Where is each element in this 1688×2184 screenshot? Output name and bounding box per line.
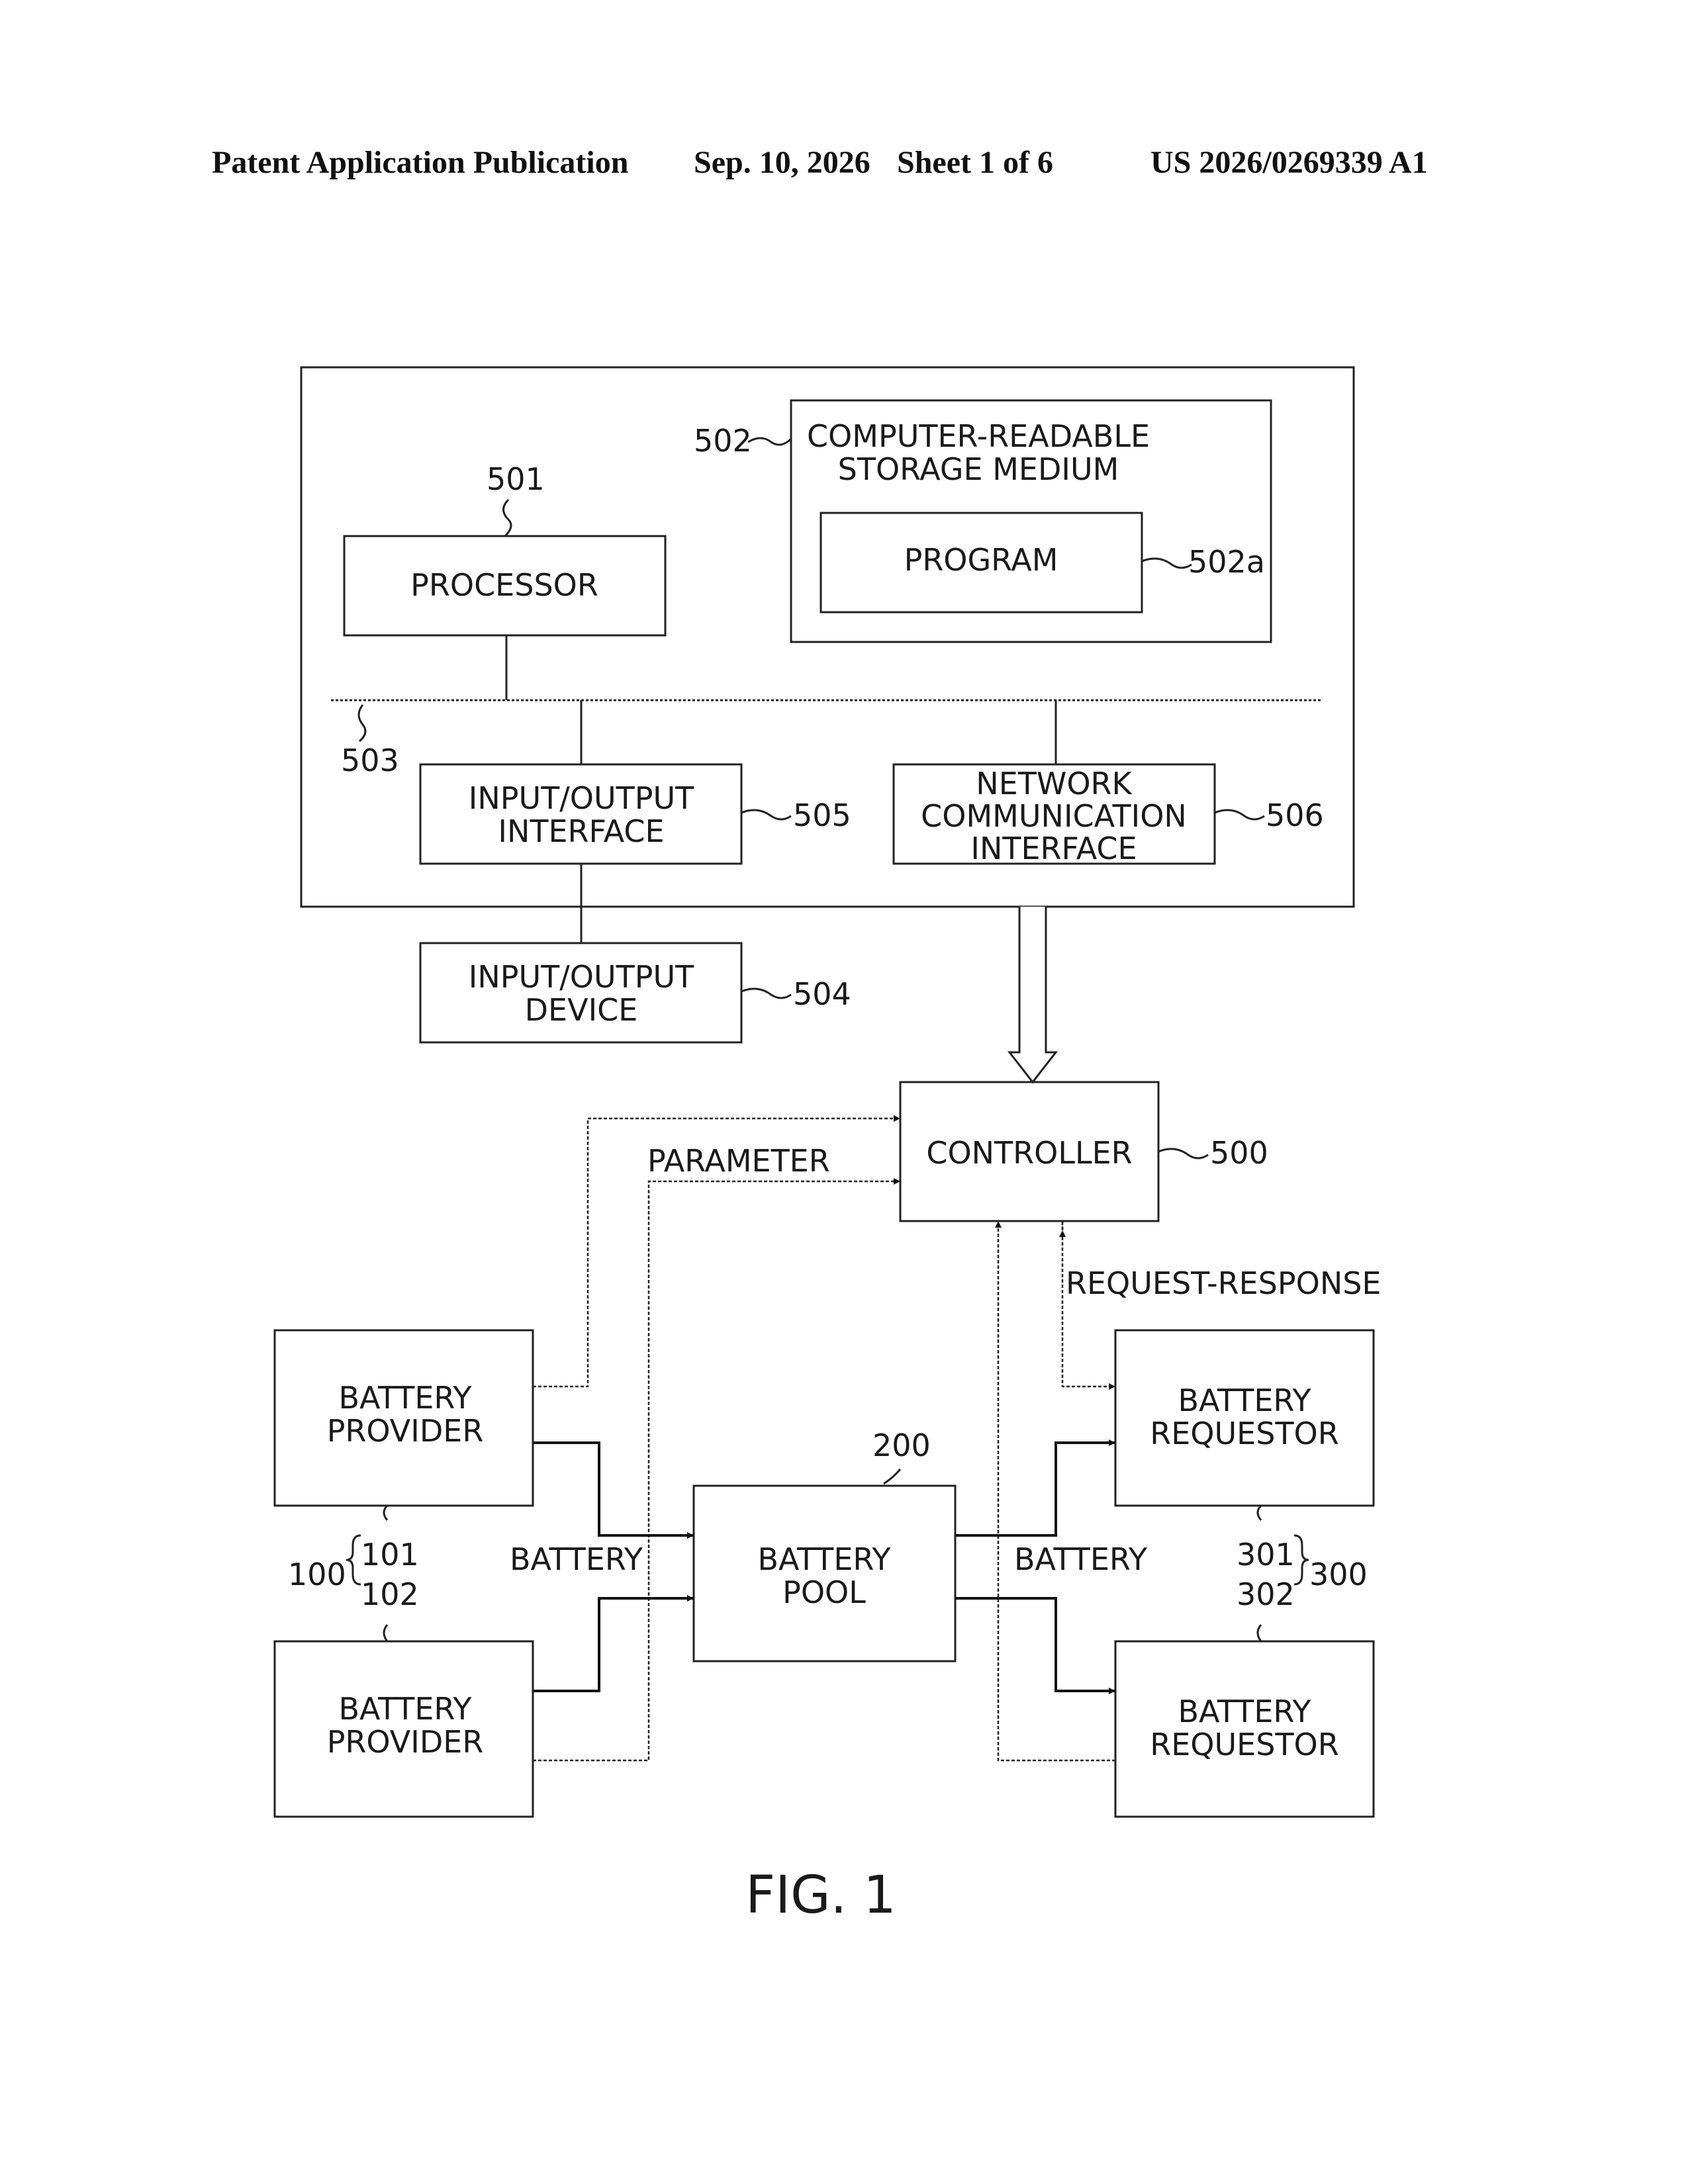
storage-medium-label-1: COMPUTER-READABLE <box>807 418 1150 454</box>
provider-2-label-1: BATTERY <box>338 1691 472 1727</box>
io-device-label-1: INPUT/OUTPUT <box>469 959 694 995</box>
figure-caption: FIG. 1 <box>745 1866 896 1925</box>
request-response-line <box>1062 1221 1115 1387</box>
provider-1-label-1: BATTERY <box>338 1380 472 1416</box>
program-label: PROGRAM <box>904 542 1058 578</box>
leader-506 <box>1215 810 1264 819</box>
provider-1-label-2: PROVIDER <box>327 1413 484 1449</box>
ref-101: 101 <box>361 1537 419 1572</box>
network-interface-label-2: COMMUNICATION <box>921 798 1187 834</box>
ref-301: 301 <box>1237 1537 1295 1572</box>
ref-200: 200 <box>872 1428 931 1463</box>
leader-505 <box>741 810 791 819</box>
io-interface-label-2: INTERFACE <box>498 813 664 849</box>
ref-102: 102 <box>361 1576 419 1612</box>
leader-502 <box>748 438 791 445</box>
requestor-1-label-1: BATTERY <box>1178 1383 1311 1418</box>
leader-200 <box>884 1469 900 1484</box>
io-interface-label-1: INPUT/OUTPUT <box>469 780 694 816</box>
battery-pool-label-2: POOL <box>782 1574 866 1610</box>
leader-501 <box>504 500 512 536</box>
request-response-label: REQUEST-RESPONSE <box>1066 1265 1382 1301</box>
brace-300 <box>1294 1535 1309 1584</box>
battery-flow-provider-1 <box>533 1443 694 1535</box>
leader-101 <box>384 1506 387 1520</box>
leader-301 <box>1258 1506 1261 1520</box>
ref-505: 505 <box>793 797 851 833</box>
ref-501: 501 <box>487 461 545 497</box>
battery-label-right: BATTERY <box>1014 1541 1148 1577</box>
device-to-controller-arrow <box>1009 907 1056 1082</box>
ref-502a: 502a <box>1188 544 1265 580</box>
battery-flow-requestor-2 <box>955 1598 1115 1691</box>
storage-medium-label-2: STORAGE MEDIUM <box>838 451 1119 487</box>
leader-302 <box>1258 1625 1261 1641</box>
requestor-2-label-1: BATTERY <box>1178 1694 1311 1729</box>
ref-300: 300 <box>1309 1557 1368 1592</box>
controller-label: CONTROLLER <box>926 1135 1132 1171</box>
io-device-label-2: DEVICE <box>525 992 638 1028</box>
ref-100: 100 <box>288 1557 346 1592</box>
ref-302: 302 <box>1237 1576 1295 1612</box>
leader-500 <box>1158 1149 1208 1158</box>
leader-502a <box>1142 559 1192 568</box>
requestor-2-label-2: REQUESTOR <box>1150 1727 1338 1762</box>
network-interface-label-3: INTERFACE <box>970 831 1137 866</box>
parameter-label: PARAMETER <box>647 1143 830 1179</box>
ref-500: 500 <box>1210 1135 1268 1171</box>
requestor-1-label-2: REQUESTOR <box>1150 1416 1338 1451</box>
parameter-line-provider-2 <box>533 1181 900 1760</box>
ref-504: 504 <box>793 976 851 1012</box>
ref-503: 503 <box>341 743 399 778</box>
brace-100 <box>346 1535 361 1584</box>
provider-2-label-2: PROVIDER <box>327 1724 484 1760</box>
processor-label: PROCESSOR <box>410 567 598 603</box>
battery-label-left: BATTERY <box>510 1541 643 1577</box>
battery-flow-requestor-1 <box>955 1443 1115 1535</box>
ref-502: 502 <box>694 423 752 459</box>
leader-503 <box>359 705 365 741</box>
network-interface-label-1: NETWORK <box>976 766 1133 801</box>
ref-506: 506 <box>1266 797 1324 833</box>
leader-504 <box>741 989 791 998</box>
battery-pool-label-1: BATTERY <box>757 1541 891 1577</box>
leader-102 <box>384 1625 387 1641</box>
battery-flow-provider-2 <box>533 1598 694 1691</box>
